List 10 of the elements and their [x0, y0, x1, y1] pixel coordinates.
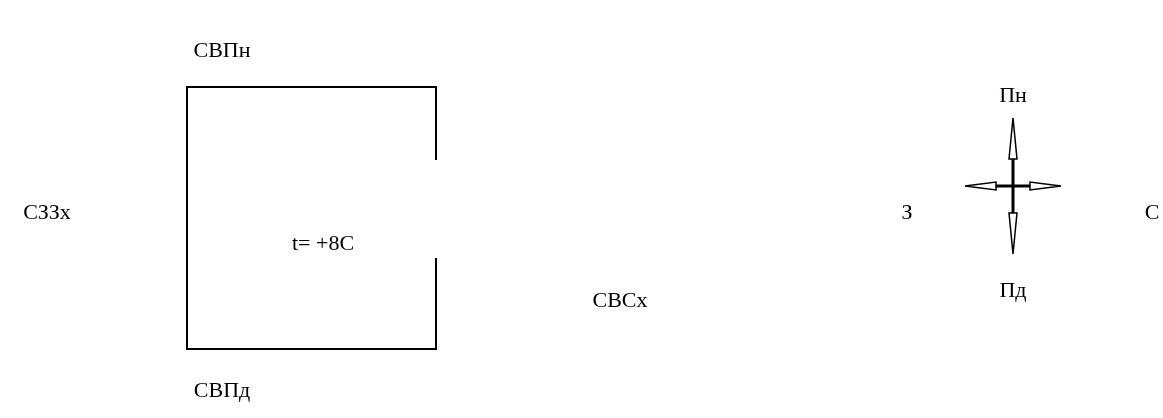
wall-label: СВСх	[592, 289, 648, 311]
direction-label: Пн	[999, 84, 1027, 106]
room-outline	[186, 86, 437, 350]
direction-label: С	[1144, 201, 1160, 223]
direction-label: Пд	[999, 279, 1027, 301]
wall-label: СВПн	[193, 39, 251, 61]
temperature-label: t= +8C	[292, 232, 355, 254]
wall-label: СВПд	[193, 379, 251, 401]
direction-label: З	[901, 201, 913, 223]
wall-label: СЗЗх	[23, 201, 71, 223]
